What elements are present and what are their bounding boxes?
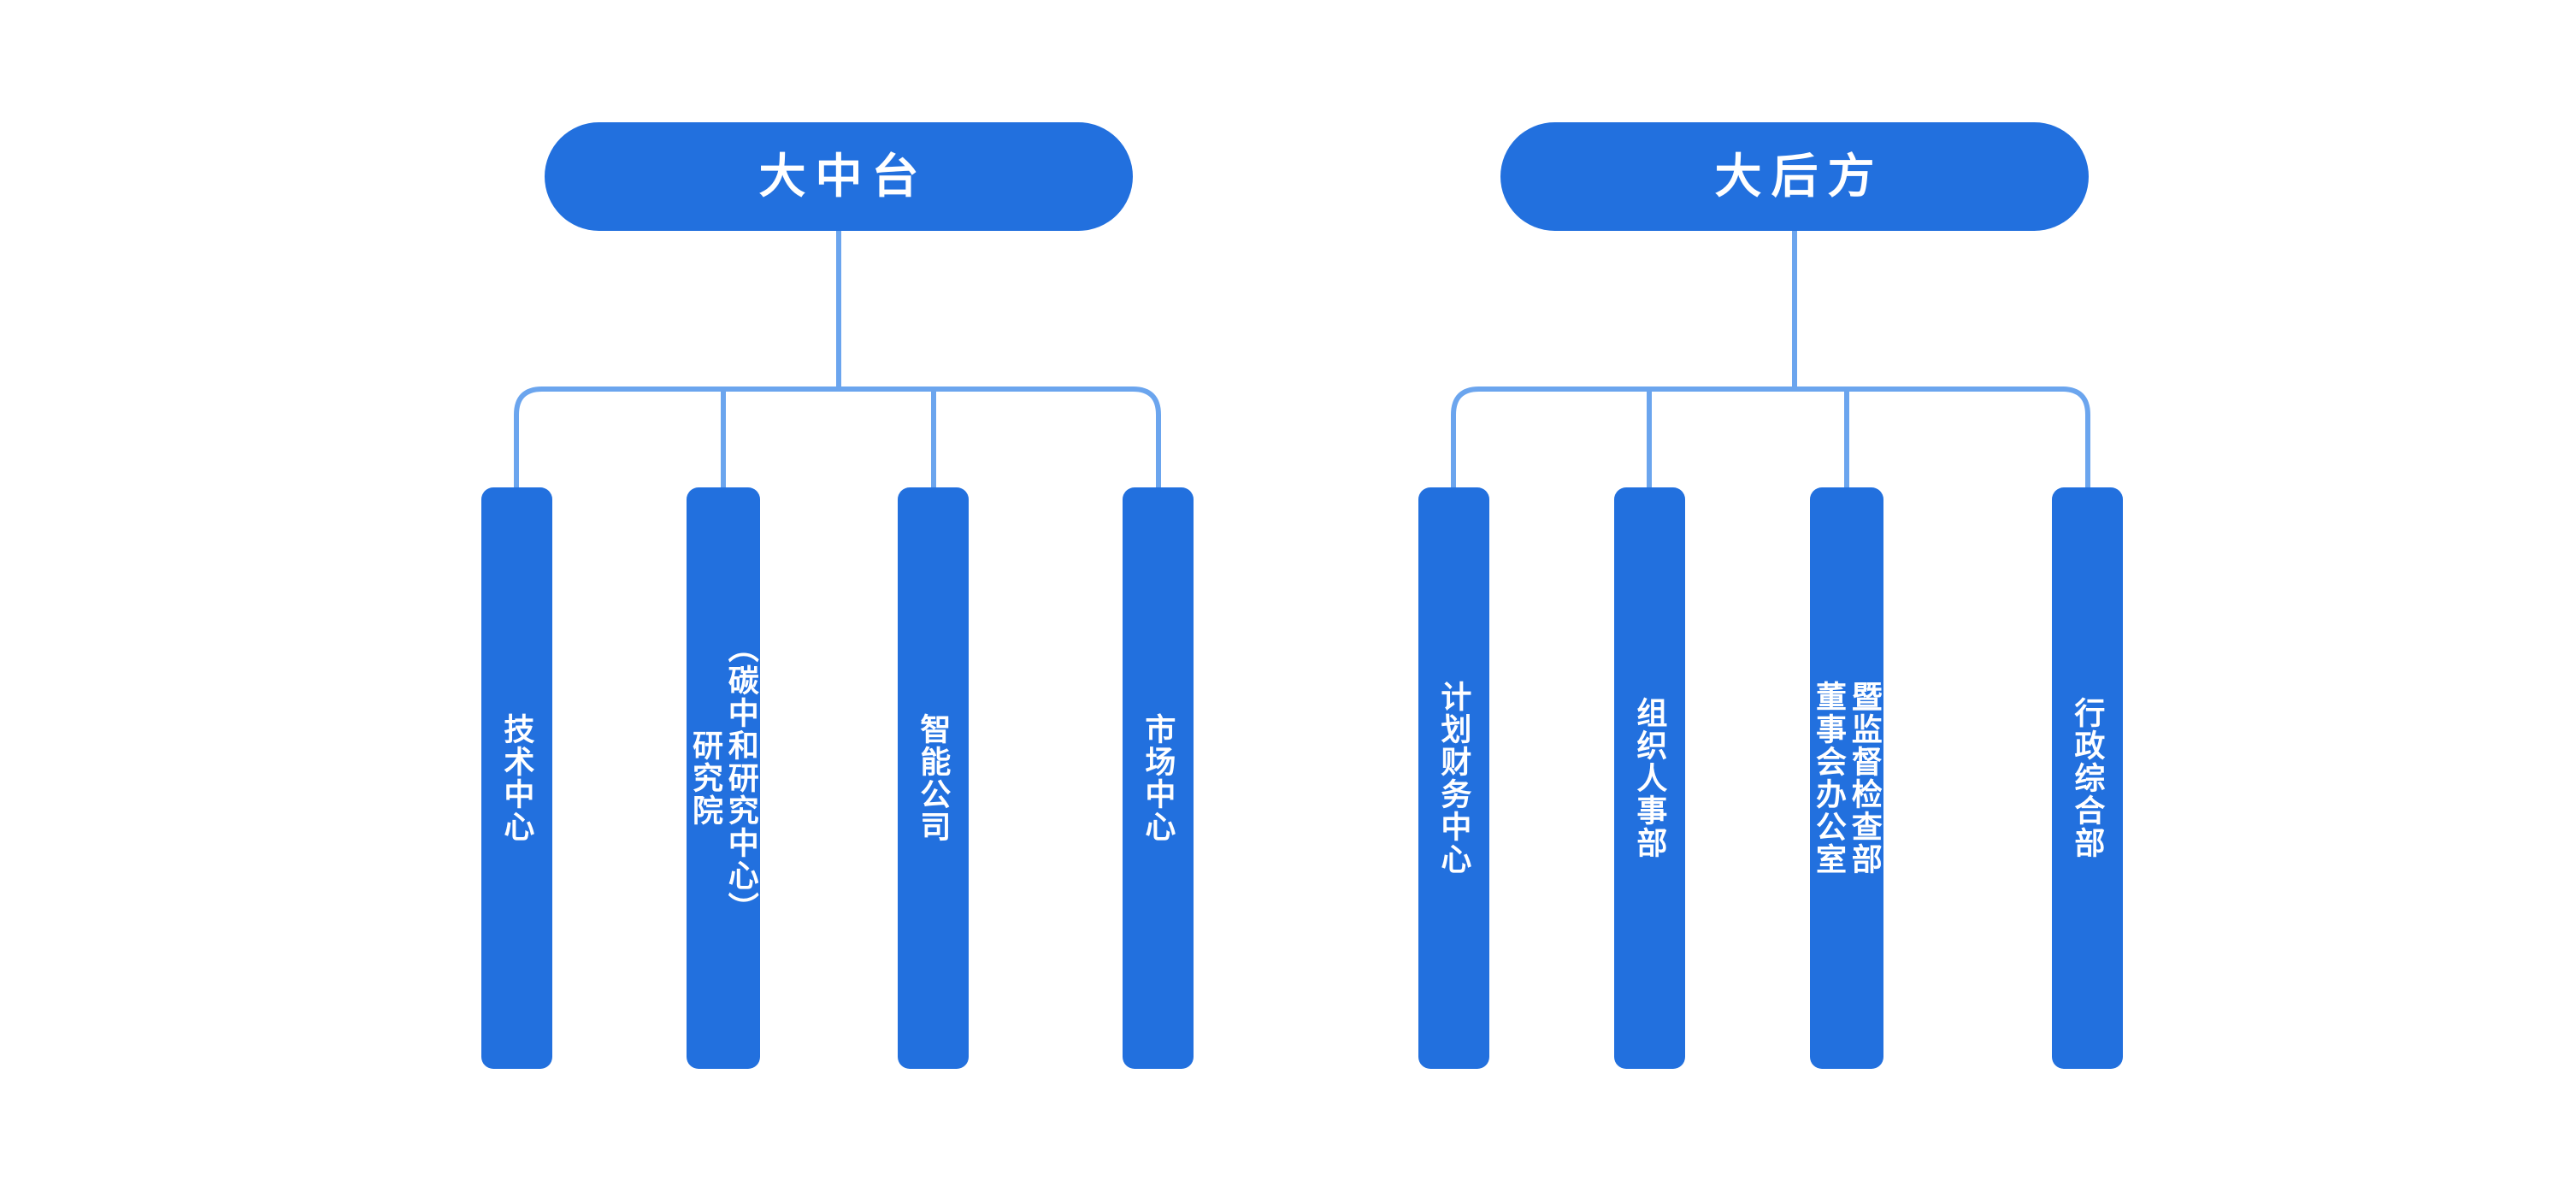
leaf-node-label: 技术中心: [499, 713, 535, 843]
leaf-node-label: 市场中心: [1141, 713, 1176, 843]
leaf-node-research-institute[interactable]: （碳中和研究中心） 研究院: [687, 487, 760, 1069]
leaf-node-label: 暨监督检查部: [1847, 681, 1883, 876]
leaf-node-label: 行政综合部: [2070, 697, 2106, 859]
connector-bus-right: [1451, 386, 2090, 487]
root-node-rear-support[interactable]: 大后方: [1500, 122, 2089, 231]
leaf-node-label: 计划财务中心: [1436, 681, 1472, 876]
leaf-node-market-center[interactable]: 市场中心: [1123, 487, 1194, 1069]
leaf-node-board-office-supervision-dept[interactable]: 暨监督检查部 董事会办公室: [1810, 487, 1883, 1069]
leaf-node-organization-personnel-dept[interactable]: 组织人事部: [1614, 487, 1685, 1069]
leaf-node-label: 组织人事部: [1632, 697, 1668, 859]
leaf-node-tech-center[interactable]: 技术中心: [481, 487, 552, 1069]
leaf-node-planning-finance-center[interactable]: 计划财务中心: [1418, 487, 1489, 1069]
root-node-middle-platform[interactable]: 大中台: [545, 122, 1133, 231]
leaf-node-label: （碳中和研究中心）: [723, 632, 759, 924]
root-node-label: 大后方: [1714, 150, 1884, 203]
root-node-label: 大中台: [758, 150, 928, 203]
leaf-node-label: 智能公司: [916, 713, 952, 843]
leaf-node-label-line2: 董事会办公室: [1812, 681, 1847, 876]
leaf-node-administration-dept[interactable]: 行政综合部: [2052, 487, 2123, 1069]
leaf-node-intelligent-company[interactable]: 智能公司: [898, 487, 969, 1069]
connector-bus-left: [514, 386, 1161, 487]
leaf-node-label-line2: 研究院: [688, 729, 723, 827]
